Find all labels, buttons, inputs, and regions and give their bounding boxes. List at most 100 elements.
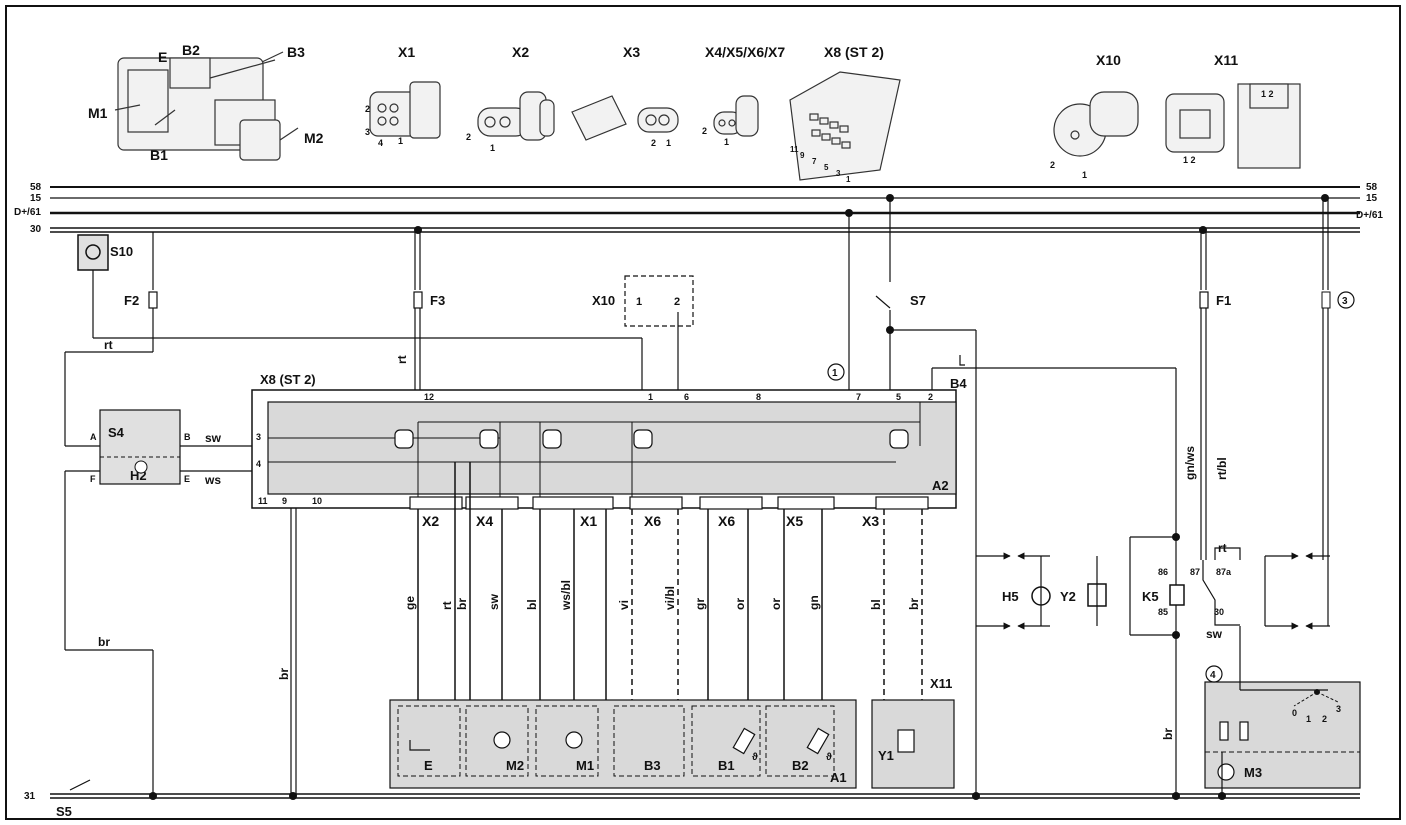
comp-m1: M1 xyxy=(576,758,594,773)
k5-label: K5 xyxy=(1142,589,1159,604)
k5-pin86: 86 xyxy=(1158,567,1168,577)
rail-label-30-left: 30 xyxy=(30,224,42,235)
y1-coil-icon xyxy=(897,729,915,753)
controller-internal-lines xyxy=(268,402,921,500)
k5-contacts xyxy=(1202,547,1241,626)
x4-pin2: 2 xyxy=(702,126,707,136)
wire-rt-f3: rt xyxy=(395,355,409,364)
part-label-e: E xyxy=(158,49,167,65)
x11-connector-icon xyxy=(1165,83,1301,169)
svg-text:X6: X6 xyxy=(718,513,735,529)
svg-text:1: 1 xyxy=(648,392,653,402)
controller-driver-icons xyxy=(394,429,909,449)
svg-text:vi/bl: vi/bl xyxy=(663,586,677,610)
part-label-m2: M2 xyxy=(304,130,324,146)
svg-text:or: or xyxy=(769,598,783,610)
rail-label-d61-right: D+/61 xyxy=(1356,210,1383,221)
svg-text:X2: X2 xyxy=(422,513,439,529)
callout-1-text: 1 xyxy=(832,368,838,379)
s7-label: S7 xyxy=(910,293,926,308)
s4-pin-f: F xyxy=(90,474,96,484)
x10-box-label: X10 xyxy=(592,293,615,308)
x8-pin7: 7 xyxy=(812,157,817,166)
h2-lamp-icon xyxy=(134,460,148,474)
rail-label-d61-left: D+/61 xyxy=(14,207,41,218)
x2-title: X2 xyxy=(512,44,529,60)
svg-text:vi: vi xyxy=(617,600,631,610)
svg-text:7: 7 xyxy=(856,392,861,402)
s4-pin-e: E xyxy=(184,474,190,484)
svg-text:1: 1 xyxy=(1306,714,1311,724)
x1-pin4: 4 xyxy=(378,138,383,148)
x4-pin1: 1 xyxy=(724,137,729,147)
svg-text:12: 12 xyxy=(424,392,434,402)
svg-text:or: or xyxy=(733,598,747,610)
controller-pin-3: 3 xyxy=(256,432,261,442)
svg-text:3: 3 xyxy=(1336,704,1341,714)
x8-title: X8 (ST 2) xyxy=(824,44,884,60)
x10-connector-icon xyxy=(1053,91,1139,157)
x11-label: X11 xyxy=(930,676,952,691)
m3-resistors xyxy=(1219,721,1249,741)
a1-sub-boxes xyxy=(397,705,835,777)
rail-label-15-left: 15 xyxy=(30,193,42,204)
x3-pin2: 2 xyxy=(651,138,656,148)
controller-top-pins: 12 1 6 8 7 5 2 xyxy=(424,392,933,402)
callout-1 xyxy=(827,363,845,381)
wire-br-h2: br xyxy=(98,635,110,649)
rail-label-31-left: 31 xyxy=(24,791,36,802)
m3-label: M3 xyxy=(1244,765,1262,780)
harness-wires xyxy=(417,462,823,700)
harness-connectors xyxy=(409,496,929,510)
x3-title: X3 xyxy=(623,44,640,60)
x3-connector-icon xyxy=(571,95,679,141)
x2-pin1: 1 xyxy=(490,143,495,153)
x10-box-pin1: 1 xyxy=(636,296,642,308)
comp-m2: M2 xyxy=(506,758,524,773)
x8-pin5: 5 xyxy=(824,163,829,172)
controller-a2-label: A2 xyxy=(932,478,949,493)
k5-pin87a: 87a xyxy=(1216,567,1232,577)
harness-wire-colors: ge rt br sw bl ws/bl vi vi/bl gr or or g… xyxy=(403,580,921,611)
x1-pin3: 3 xyxy=(365,127,370,137)
svg-text:ws/bl: ws/bl xyxy=(559,580,573,611)
m3-motor-icon xyxy=(1217,763,1235,781)
f1-label: F1 xyxy=(1216,293,1231,308)
theta-b1: ϑ xyxy=(752,752,758,763)
svg-text:2: 2 xyxy=(928,392,933,402)
wire-gnws: gn/ws xyxy=(1183,446,1197,480)
rail-label-58-left: 58 xyxy=(30,182,42,193)
x8-pin9: 9 xyxy=(800,151,805,160)
x10-pin1: 1 xyxy=(1082,170,1087,180)
svg-text:ge: ge xyxy=(403,596,417,610)
x8-pin11: 11 xyxy=(790,145,799,154)
svg-text:X6: X6 xyxy=(644,513,661,529)
x10-pin2: 2 xyxy=(1050,160,1055,170)
controller-pin-10: 10 xyxy=(312,496,322,506)
fuse-f3 xyxy=(413,232,423,392)
svg-text:6: 6 xyxy=(684,392,689,402)
svg-text:bl: bl xyxy=(525,599,539,610)
x4-x7-title: X4/X5/X6/X7 xyxy=(705,44,785,60)
callout-4 xyxy=(1205,665,1223,683)
x2-connector-icon xyxy=(477,91,555,141)
comp-a1: A1 xyxy=(830,770,847,785)
svg-text:sw: sw xyxy=(487,593,501,610)
part-label-b1: B1 xyxy=(150,147,168,163)
svg-text:5: 5 xyxy=(896,392,901,402)
y1-label: Y1 xyxy=(878,748,894,763)
x8-pin1: 1 xyxy=(846,175,851,184)
svg-text:2: 2 xyxy=(1322,714,1327,724)
theta-b2: ϑ xyxy=(826,752,832,763)
x4-x7-connector-icon xyxy=(713,95,759,137)
m3-selector: 0 1 2 3 xyxy=(1292,704,1341,724)
fuse-f1 xyxy=(1199,232,1209,560)
callout-3 xyxy=(1337,291,1355,309)
s5-label: S5 xyxy=(56,804,72,819)
s4-pin-b: B xyxy=(184,432,191,442)
svg-text:X4: X4 xyxy=(476,513,493,529)
part-label-m1: M1 xyxy=(88,105,108,121)
fuse-f2 xyxy=(148,232,158,352)
comp-b3: B3 xyxy=(644,758,661,773)
